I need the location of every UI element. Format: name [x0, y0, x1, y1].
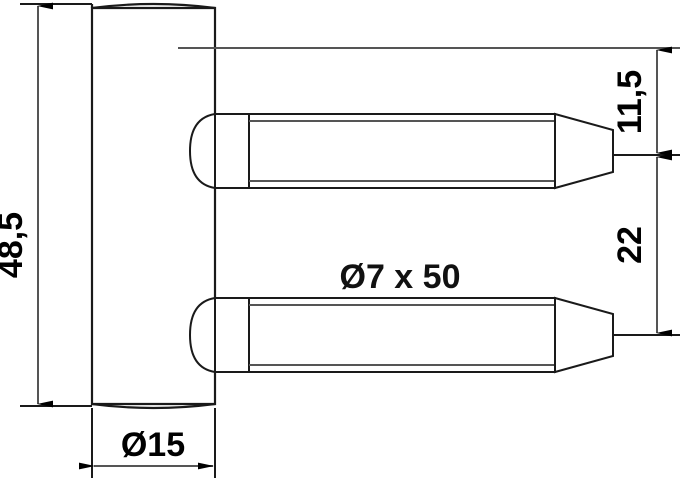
dimension-plate-width: Ø15 — [79, 408, 216, 478]
pin-lower-round-cap — [188, 297, 216, 373]
dimension-label-height-overall: 48,5 — [0, 212, 30, 278]
dimension-label-pin-spacing: 22 — [611, 226, 649, 264]
dimension-pin-spacing: 22 — [611, 153, 672, 337]
dimension-height-overall: 48,5 — [0, 2, 92, 408]
pin-lower — [188, 296, 614, 374]
dimension-label-top-offset: 11,5 — [611, 70, 649, 134]
plate-bottom-curve — [91, 402, 216, 410]
hinge-plate — [90, 2, 217, 410]
pin-upper — [188, 112, 614, 190]
pin-lower-shaft — [214, 297, 556, 373]
pin-upper-taper-tip — [554, 112, 614, 190]
pin-lower-taper-tip — [554, 296, 614, 374]
plate-top-curve — [91, 2, 216, 10]
pin-upper-shaft — [214, 113, 556, 189]
dimension-top-offset: 11,5 — [611, 46, 672, 157]
dimension-label-plate-width: Ø15 — [121, 426, 185, 464]
pin-upper-round-cap — [188, 113, 216, 189]
label-pin-spec: Ø7 x 50 — [340, 258, 461, 296]
